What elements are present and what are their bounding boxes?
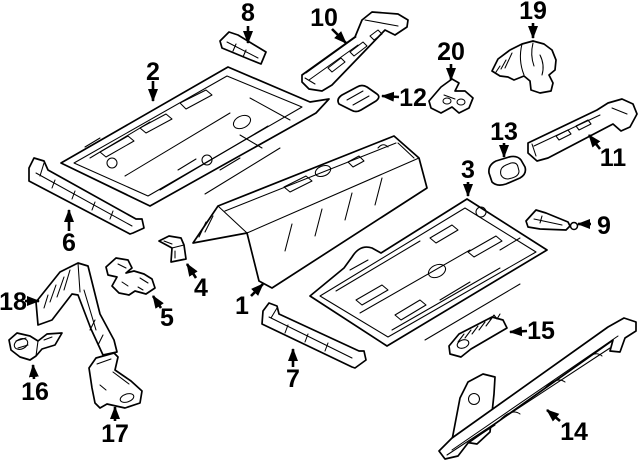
callout-18-label[interactable]: 18 [0, 288, 27, 316]
callout-4-arrow [185, 263, 198, 279]
callout-16-label[interactable]: 16 [21, 378, 49, 406]
callout-5[interactable]: 5 [151, 295, 174, 332]
callout-12-arrow [381, 91, 400, 102]
callout-12-label[interactable]: 12 [399, 84, 427, 112]
callout-2[interactable]: 2 [146, 58, 160, 102]
callout-20[interactable]: 20 [437, 38, 465, 81]
part-12-drawing[interactable] [337, 84, 380, 113]
callout-17[interactable]: 17 [101, 406, 129, 448]
callout-19-label[interactable]: 19 [519, 0, 547, 25]
callout-10-label[interactable]: 10 [310, 4, 338, 32]
callout-16[interactable]: 16 [21, 364, 49, 406]
callout-6-label[interactable]: 6 [62, 229, 76, 257]
callout-5-label[interactable]: 5 [160, 304, 174, 332]
callout-5-arrow [151, 295, 164, 309]
part-5-drawing[interactable] [105, 257, 156, 296]
part-4-drawing[interactable] [158, 235, 187, 263]
callout-10[interactable]: 10 [310, 4, 347, 44]
part-14-drawing[interactable] [438, 317, 637, 460]
callout-18[interactable]: 18 [0, 288, 40, 316]
callout-10-arrow [331, 28, 347, 44]
callout-14-label[interactable]: 14 [560, 418, 588, 446]
callout-12[interactable]: 12 [381, 84, 427, 112]
callout-6[interactable]: 6 [62, 209, 76, 257]
callout-2-label[interactable]: 2 [146, 58, 160, 86]
part-20-drawing[interactable] [428, 78, 474, 114]
callout-13-label[interactable]: 13 [490, 118, 518, 146]
part-16-drawing[interactable] [8, 332, 63, 361]
callout-3[interactable]: 3 [461, 156, 475, 197]
part-7-drawing[interactable] [261, 302, 367, 369]
part-1-drawing[interactable] [192, 135, 428, 289]
part-13-drawing[interactable] [488, 155, 527, 186]
callout-11-arrow [587, 134, 602, 150]
part-15-drawing[interactable] [448, 313, 508, 358]
callout-7[interactable]: 7 [286, 348, 300, 393]
callout-11[interactable]: 11 [587, 134, 627, 172]
callout-16-arrow [28, 364, 39, 380]
part-11-drawing[interactable] [527, 98, 638, 162]
callout-13[interactable]: 13 [490, 118, 518, 158]
callout-19[interactable]: 19 [519, 0, 547, 39]
callout-7-label[interactable]: 7 [286, 365, 300, 393]
part-17-drawing[interactable] [88, 352, 143, 409]
callout-14-arrow [546, 409, 561, 422]
callout-20-label[interactable]: 20 [437, 38, 465, 66]
callout-15-arrow [509, 326, 528, 337]
callout-4-label[interactable]: 4 [194, 274, 208, 302]
callout-9[interactable]: 9 [577, 212, 611, 240]
part-9-drawing[interactable] [525, 209, 579, 231]
part-19-drawing[interactable] [491, 40, 557, 94]
callout-8-label[interactable]: 8 [241, 0, 255, 27]
callout-15[interactable]: 15 [509, 317, 555, 345]
callout-1[interactable]: 1 [235, 283, 264, 320]
part-3-drawing[interactable] [309, 198, 548, 347]
callout-9-label[interactable]: 9 [597, 212, 611, 240]
part-2-drawing[interactable] [60, 66, 330, 207]
callout-8[interactable]: 8 [241, 0, 255, 44]
part-8-drawing[interactable] [219, 31, 267, 65]
part-6-drawing[interactable] [28, 157, 145, 235]
callout-17-label[interactable]: 17 [101, 420, 129, 448]
callout-1-arrow [250, 283, 264, 297]
callout-1-label[interactable]: 1 [235, 292, 249, 320]
part-10-drawing[interactable] [301, 11, 409, 92]
callout-11-label[interactable]: 11 [600, 144, 627, 172]
callout-3-label[interactable]: 3 [461, 156, 475, 184]
callout-14[interactable]: 14 [546, 409, 588, 446]
callout-4[interactable]: 4 [185, 263, 208, 302]
callout-15-label[interactable]: 15 [527, 317, 555, 345]
